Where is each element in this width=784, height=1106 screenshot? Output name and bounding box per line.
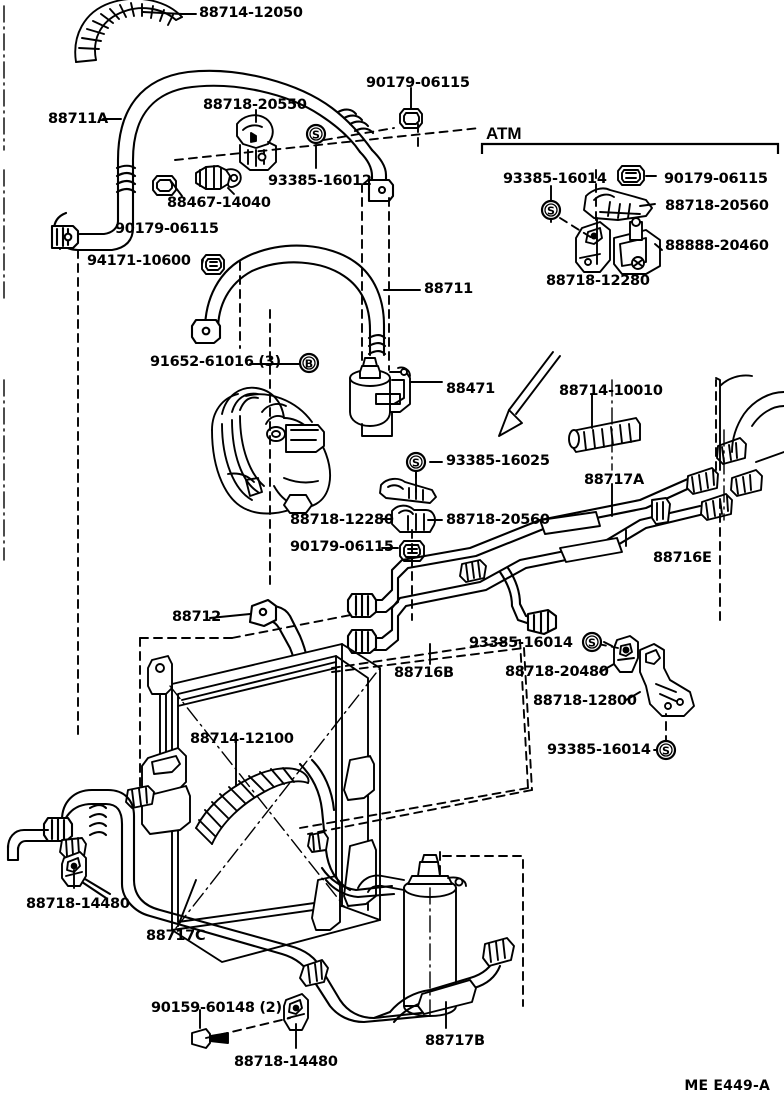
circle-marker-m2: S <box>540 199 562 221</box>
part-label-l12: 88888-20460 <box>665 238 769 254</box>
svg-text:B: B <box>305 358 313 371</box>
part-label-l10: 90179-06115 <box>664 171 768 187</box>
circle-marker-m1: S <box>305 123 327 145</box>
svg-text:S: S <box>312 129 320 142</box>
part-label-l29: 93385-16014 <box>547 742 651 758</box>
part-label-l30: 88714-12100 <box>190 731 294 747</box>
svg-text:S: S <box>547 205 555 218</box>
part-label-l35: 88717B <box>425 1033 485 1049</box>
part-label-l05: 93385-16012 <box>268 173 372 189</box>
svg-text:S: S <box>412 457 420 470</box>
part-label-l34: 88718-14480 <box>234 1054 338 1070</box>
part-label-l16: 88471 <box>446 381 495 397</box>
circle-marker-m6: S <box>655 739 677 761</box>
circle-marker-m4: S <box>405 451 427 473</box>
svg-text:S: S <box>588 637 596 650</box>
part-label-l22: 90179-06115 <box>290 539 394 555</box>
part-label-l07: 90179-06115 <box>115 221 219 237</box>
part-label-l25: 93385-16014 <box>469 635 573 651</box>
part-label-l27: 88716B <box>394 665 454 681</box>
part-label-l23: 88716E <box>653 550 712 566</box>
part-label-l31: 88718-14480 <box>26 896 130 912</box>
part-label-l20: 88717A <box>584 472 644 488</box>
svg-text:S: S <box>662 745 670 758</box>
part-label-l32: 88717C <box>146 928 206 944</box>
part-label-l03: 88718-20550 <box>203 97 307 113</box>
part-label-l15: 91652-61016 (3) <box>150 354 281 370</box>
part-label-l02: 90179-06115 <box>366 75 470 91</box>
part-label-l26: 88718-20480 <box>505 664 609 680</box>
part-label-l28: 88718-12800 <box>533 693 637 709</box>
part-label-l18: 93385-16025 <box>446 453 550 469</box>
part-label-l19: 88718-20560 <box>446 512 550 528</box>
part-label-l01: 88714-12050 <box>199 5 303 21</box>
part-label-l06: 88467-14040 <box>167 195 271 211</box>
circle-marker-m5: S <box>581 631 603 653</box>
atm-group-label: ATM <box>486 124 522 143</box>
diagram-footer-code: ME E449-A <box>684 1078 770 1094</box>
circle-marker-m3: B <box>298 352 320 374</box>
part-label-l21: 88718-12280 <box>290 512 394 528</box>
part-label-l14: 88711 <box>424 281 473 297</box>
part-label-l33: 90159-60148 (2) <box>151 1000 282 1016</box>
part-label-l24: 88712 <box>172 609 221 625</box>
part-label-l11: 88718-20560 <box>665 198 769 214</box>
part-label-l08: 94171-10600 <box>87 253 191 269</box>
part-label-l04: 88711A <box>48 111 108 127</box>
part-label-l13: 88718-12280 <box>546 273 650 289</box>
part-label-l09: 93385-16014 <box>503 171 607 187</box>
part-label-l17: 88714-10010 <box>559 383 663 399</box>
